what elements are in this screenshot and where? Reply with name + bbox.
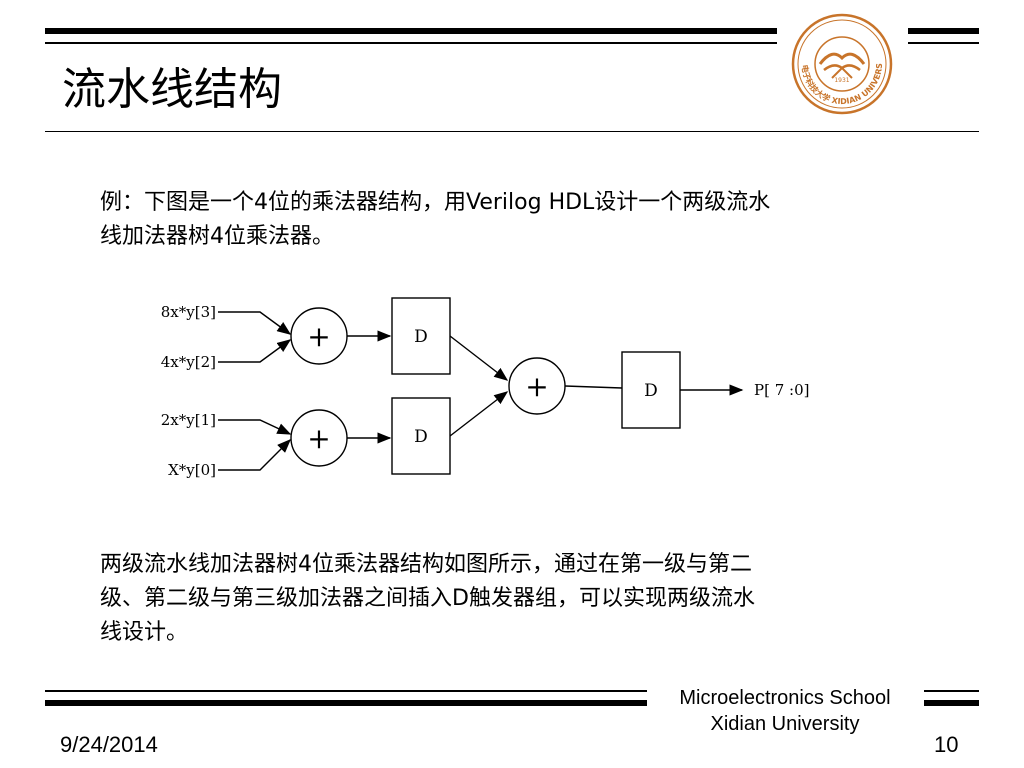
footer-rule-right-thick: [924, 700, 979, 706]
input-wire: [218, 439, 291, 471]
dff-label: D: [414, 427, 428, 447]
dff-label: D: [414, 327, 428, 347]
adder-symbol: +: [525, 370, 548, 403]
input-wire: [218, 339, 292, 363]
input-label-3: 8x*y[3]: [161, 303, 216, 321]
input-label-2: 4x*y[2]: [161, 353, 216, 371]
header-rule-thick: [45, 28, 777, 34]
output-label: P[ 7 :0]: [754, 381, 809, 399]
footer-rule-right-thin: [924, 690, 979, 692]
input-wire: [218, 419, 292, 435]
school-name: Microelectronics School: [679, 687, 891, 709]
summary-line: 线设计。: [100, 620, 189, 645]
summary-paragraph: 两级流水线加法器树4位乘法器结构如图所示，通过在第一级与第二 级、第二级与第三级…: [100, 548, 980, 650]
summary-line: 级、第二级与第三级加法器之间插入D触发器组，可以实现两级流水: [100, 586, 755, 611]
logo-year: 1931: [834, 77, 849, 84]
adder-symbol: +: [307, 422, 330, 455]
intro-line: 线加法器树4位乘法器。: [100, 224, 334, 249]
title-underline: [45, 131, 979, 132]
university-name: Xidian University: [710, 713, 860, 735]
header-rule-right-thick: [908, 28, 979, 34]
header-rule-right-thin: [908, 42, 979, 44]
dff-label: D: [644, 381, 658, 401]
university-logo: 1931 西安电子科技大学 XIDIAN UNIVERSITY: [780, 12, 893, 115]
input-label-1: 2x*y[1]: [161, 411, 216, 429]
footer-rule-thick: [45, 700, 647, 706]
footer-rule-thin: [45, 690, 647, 692]
pipeline-diagram: 8x*y[3] 4x*y[2] 2x*y[1] X*y[0] + + + D D…: [161, 297, 809, 479]
intro-line: 例：下图是一个4位的乘法器结构，用Verilog HDL设计一个两级流水: [100, 190, 771, 215]
wire: [564, 385, 623, 389]
page-title: 流水线结构: [62, 64, 282, 115]
input-label-0: X*y[0]: [168, 461, 216, 479]
header-rule-thin: [45, 42, 777, 44]
footer-date: 9/24/2014: [60, 732, 158, 757]
summary-line: 两级流水线加法器树4位乘法器结构如图所示，通过在第一级与第二: [100, 552, 752, 577]
input-wire: [218, 311, 292, 335]
wire: [449, 391, 509, 437]
intro-paragraph: 例：下图是一个4位的乘法器结构，用Verilog HDL设计一个两级流水 线加法…: [100, 186, 980, 254]
wire: [449, 335, 509, 381]
page-number: 10: [934, 732, 959, 757]
adder-symbol: +: [307, 320, 330, 353]
